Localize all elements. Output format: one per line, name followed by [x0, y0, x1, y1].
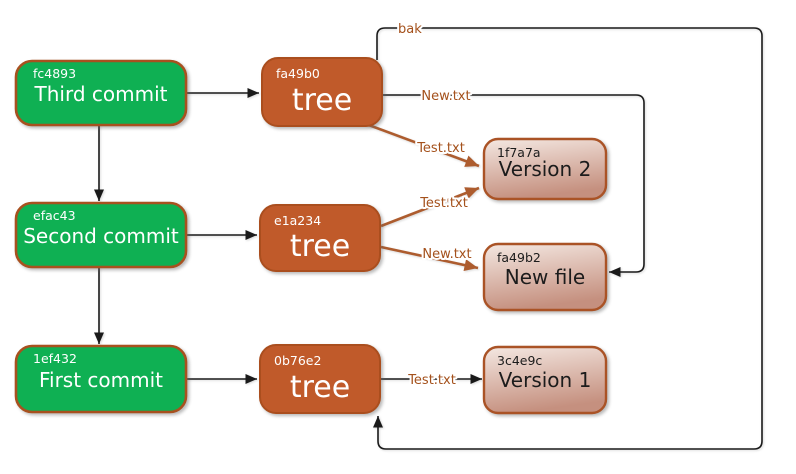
blob-node-newfile: fa49b2 New file [482, 242, 608, 312]
blob-label: New file [505, 265, 585, 289]
edge-label-bak: bak [398, 22, 422, 37]
edge-label-testtxt-top: Test.txt [416, 141, 465, 156]
blob-hash: 1f7a7a [497, 145, 541, 160]
tree-box [259, 344, 381, 414]
commit-node-first: 1ef432 First commit [14, 344, 188, 414]
blob-box [482, 137, 608, 201]
commit-label: First commit [39, 368, 163, 392]
tree-hash: e1a234 [274, 213, 321, 228]
commit-label: Third commit [34, 82, 168, 106]
edge-label-testtxt-mid: Test.txt [419, 196, 468, 211]
edge-label-layer: bak New.txt Test.txt Test.txt New.txt Te… [396, 20, 474, 390]
blob-hash: 3c4e9c [497, 353, 542, 368]
edge-layer [94, 27, 763, 450]
commit-node-third: fc4893 Third commit [14, 59, 188, 127]
tree-hash: 0b76e2 [274, 353, 321, 368]
commit-node-second: efac43 Second commit [14, 201, 188, 269]
commit-box [14, 59, 188, 127]
tree-label: tree [290, 229, 350, 264]
commit-hash: efac43 [33, 208, 76, 223]
edge-label-testtxt-bottom: Test.txt [407, 373, 456, 388]
tree-hash: fa49b0 [276, 66, 320, 81]
blob-box [482, 345, 608, 415]
edge-testtxt-mid-tree-to-version2 [380, 186, 480, 228]
edge-bak-reference [373, 27, 763, 450]
blob-label: Version 2 [499, 157, 592, 181]
tree-label: tree [290, 370, 350, 405]
blob-node-version2: 1f7a7a Version 2 [482, 137, 608, 201]
commit-box [14, 344, 188, 414]
tree-node-0b76e2: 0b76e2 tree [259, 344, 381, 414]
commit-box [14, 201, 188, 269]
commit-label: Second commit [23, 224, 179, 248]
blob-label: Version 1 [499, 368, 592, 392]
commit-hash: fc4893 [33, 66, 76, 81]
commit-hash: 1ef432 [33, 351, 77, 366]
blob-node-version1: 3c4e9c Version 1 [482, 345, 608, 415]
tree-box [261, 57, 383, 127]
edge-newtxt-mid-tree-to-newfile [380, 245, 479, 272]
blob-hash: fa49b2 [497, 250, 541, 265]
edge-newtxt-top-tree-to-newfile [382, 94, 645, 277]
edge-label-newtxt-mid: New.txt [422, 247, 471, 262]
blob-box [482, 242, 608, 312]
tree-node-e1a234: e1a234 tree [259, 204, 381, 272]
edge-testtxt-top-tree-to-version2 [365, 122, 480, 168]
tree-node-fa49b0: fa49b0 tree [261, 57, 383, 127]
tree-label: tree [292, 83, 352, 118]
edge-label-newtxt-top: New.txt [421, 89, 470, 104]
tree-box [259, 204, 381, 272]
